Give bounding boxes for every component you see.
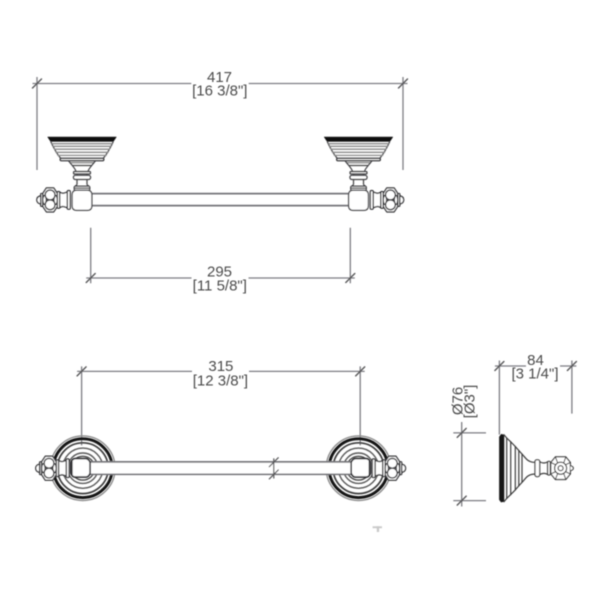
svg-text:[16 3/8"]: [16 3/8"] [192, 83, 247, 100]
svg-text:[3 1/4"]: [3 1/4"] [511, 366, 558, 383]
svg-text:295: 295 [207, 264, 232, 281]
svg-text:[Ø3"]: [Ø3"] [461, 385, 478, 419]
svg-text:315: 315 [208, 358, 233, 375]
svg-text:417: 417 [207, 69, 232, 86]
svg-text:[12 3/8"]: [12 3/8"] [193, 372, 248, 389]
svg-text:[11 5/8"]: [11 5/8"] [193, 278, 247, 295]
svg-text:84: 84 [527, 352, 544, 369]
svg-text:Ø76: Ø76 [450, 387, 467, 415]
